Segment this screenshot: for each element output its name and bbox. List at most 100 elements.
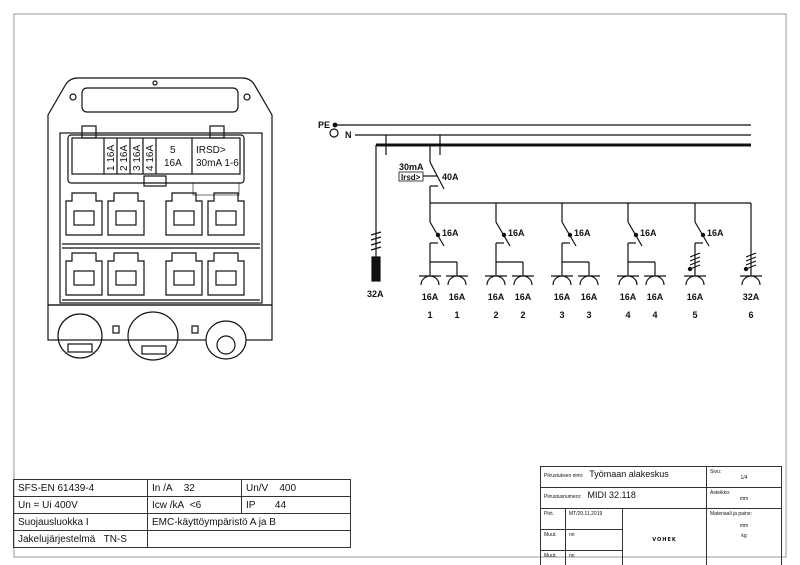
socket-outlet bbox=[165, 252, 203, 296]
breaker-label-4: 4 16A bbox=[145, 145, 156, 171]
protection-class: Suojausluokka I bbox=[13, 513, 148, 531]
title-block: Piirustuksen nimi:Työmaan alakeskus Sivu… bbox=[540, 466, 782, 565]
mod2-label: Muut. bbox=[540, 550, 566, 565]
vohek-logo: VOHEK bbox=[622, 508, 707, 565]
socket-rating: 16A bbox=[449, 292, 466, 302]
rcd-symbol-label: Irsd> bbox=[401, 173, 421, 182]
mcb5-number: 5 bbox=[170, 145, 176, 156]
branch-circuit-6 bbox=[743, 203, 757, 276]
rcd-current-label: 30mA bbox=[399, 162, 424, 172]
emc-environment: EMC-käyttöympäristö A ja B bbox=[147, 513, 351, 531]
material-unit: mm bbox=[739, 523, 749, 529]
socket-rating: 16A bbox=[422, 292, 439, 302]
socket-symbol bbox=[419, 275, 441, 286]
socket-rating: 16A bbox=[620, 292, 637, 302]
socket-circuit-number: 4 bbox=[625, 310, 630, 320]
number-label: Piirustusnumero: bbox=[544, 494, 582, 500]
sheet-frame bbox=[13, 13, 787, 558]
ip-value: 44 bbox=[274, 499, 287, 511]
branch-breaker-rating: 16A bbox=[574, 228, 591, 238]
drawn-value: MT/20.11.2019 bbox=[565, 508, 623, 530]
branch-circuit-4 bbox=[627, 203, 656, 276]
breaker-labels: 1 16A 2 16A 3 16A 4 16A 5 16A IRSD> 30mA… bbox=[106, 145, 239, 171]
drawn-label: Piirt. bbox=[540, 508, 566, 530]
breaker-label-2: 2 16A bbox=[119, 145, 130, 171]
branch-breaker-rating: 16A bbox=[707, 228, 724, 238]
socket-circuit-number: 2 bbox=[493, 310, 498, 320]
socket-symbol bbox=[485, 275, 507, 286]
system-label: Jakelujärjestelmä bbox=[18, 533, 96, 545]
scale-label: Asteikko: bbox=[710, 490, 731, 496]
voltage: Un = Ui 400V bbox=[13, 496, 148, 514]
rcd-rating-label: 40A bbox=[442, 172, 459, 182]
breaker-label-1: 1 16A bbox=[106, 145, 117, 171]
branch-circuit-2 bbox=[495, 203, 524, 276]
socket-rating: 16A bbox=[554, 292, 571, 302]
branch-circuit-5 bbox=[687, 203, 710, 276]
socket-outlet bbox=[107, 192, 145, 236]
socket-outlet bbox=[107, 252, 145, 296]
sheet-label: Sivu: bbox=[710, 469, 722, 475]
socket-symbol bbox=[617, 275, 639, 286]
in-value: 32 bbox=[183, 482, 195, 494]
socket-rating: 16A bbox=[515, 292, 532, 302]
socket-symbol bbox=[512, 275, 534, 286]
socket-circuit-number: 3 bbox=[559, 310, 564, 320]
socket-circuit-number: 1 bbox=[454, 310, 459, 320]
socket-rating: 16A bbox=[488, 292, 505, 302]
standard: SFS-EN 61439-4 bbox=[13, 479, 148, 497]
socket-symbol bbox=[551, 275, 573, 286]
single-line-diagram bbox=[329, 122, 762, 286]
socket-outlet bbox=[207, 252, 245, 296]
spec-table: SFS-EN 61439-4 In /A 32 Un/V 400 Un = Ui… bbox=[13, 479, 351, 548]
socket-outlet bbox=[65, 192, 103, 236]
socket-circuit-number: 6 bbox=[748, 310, 753, 320]
socket-outlet bbox=[165, 192, 203, 236]
socket-outlet bbox=[207, 192, 245, 236]
name-label: Piirustuksen nimi: bbox=[544, 473, 584, 479]
socket-symbol bbox=[684, 275, 706, 286]
mod1-value: nn bbox=[565, 529, 623, 551]
rcd-label: IRSD> bbox=[196, 145, 226, 156]
n-label: N bbox=[345, 130, 352, 140]
un-value: 400 bbox=[279, 482, 297, 494]
icw-value: <6 bbox=[189, 499, 202, 511]
socket-outlet bbox=[65, 252, 103, 296]
un-label: Un/V bbox=[246, 482, 269, 494]
branch-breaker-rating: 16A bbox=[508, 228, 525, 238]
socket-symbol bbox=[740, 275, 762, 286]
in-label: In /A bbox=[152, 482, 173, 494]
icw-label: Icw /kA bbox=[152, 499, 185, 511]
branch-circuit-3 bbox=[561, 203, 590, 276]
socket-symbol bbox=[446, 275, 468, 286]
socket-circuit-number: 3 bbox=[586, 310, 591, 320]
ip-label: IP bbox=[246, 499, 256, 511]
mcb5-rating: 16A bbox=[164, 158, 182, 169]
socket-circuit-number: 5 bbox=[692, 310, 697, 320]
weight-unit: kg bbox=[741, 533, 747, 539]
mod1-label: Muut. bbox=[540, 529, 566, 551]
pe-label: PE bbox=[318, 120, 330, 130]
scale-value: mm bbox=[739, 496, 749, 502]
socket-rating: 16A bbox=[687, 292, 704, 302]
socket-circuit-number: 4 bbox=[652, 310, 657, 320]
mod2-value: nn bbox=[565, 550, 623, 565]
sheet-value: 1/4 bbox=[740, 475, 748, 481]
socket-symbol bbox=[578, 275, 600, 286]
rcd-rating: 30mA 1-6 bbox=[196, 158, 239, 169]
branch-circuit-1 bbox=[429, 203, 458, 276]
drawing-number: MIDI 32.118 bbox=[587, 490, 636, 500]
socket-rating: 16A bbox=[581, 292, 598, 302]
breaker-label-3: 3 16A bbox=[132, 145, 143, 171]
branch-breaker-rating: 16A bbox=[640, 228, 657, 238]
socket-rating: 16A bbox=[647, 292, 664, 302]
socket-rating: 32A bbox=[743, 292, 760, 302]
inlet-rating-label: 32A bbox=[367, 289, 384, 299]
system-value: TN-S bbox=[103, 533, 127, 545]
socket-circuit-number: 1 bbox=[427, 310, 432, 320]
enclosure-front-view bbox=[47, 77, 273, 361]
material-label: Materiaali ja paino: bbox=[710, 511, 752, 517]
branch-breaker-rating: 16A bbox=[442, 228, 459, 238]
